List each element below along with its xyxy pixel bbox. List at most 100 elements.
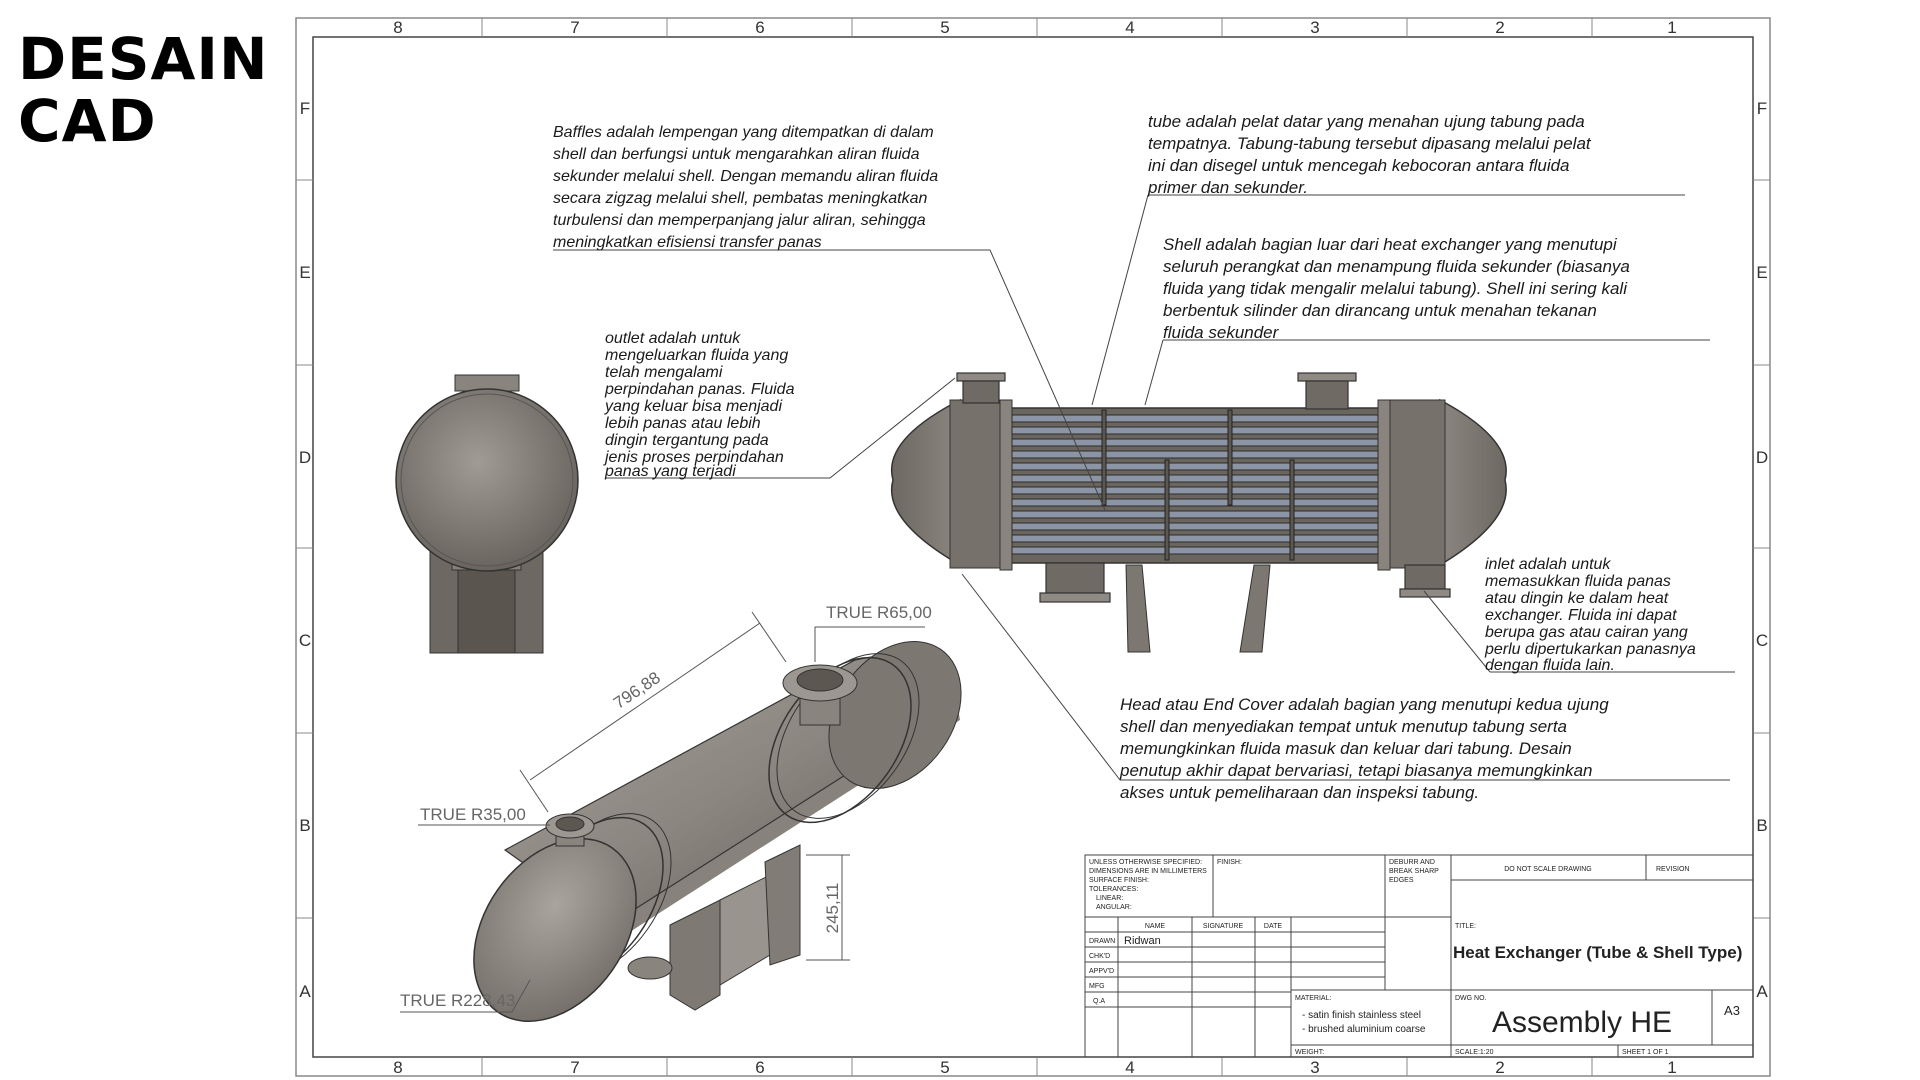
zone-col-bottom: 8 [393, 1058, 402, 1077]
note-inlet-line: atau dingin ke dalam heat [1485, 590, 1669, 607]
tb-material-line: - brushed aluminium coarse [1302, 1024, 1426, 1035]
title-block [1084, 854, 1754, 1058]
note-shell-line: fluida sekunder [1163, 323, 1280, 342]
zone-col-bottom: 4 [1125, 1058, 1134, 1077]
tb-col-date: DATE [1264, 923, 1282, 930]
tb-sheet: SHEET 1 OF 1 [1622, 1049, 1669, 1056]
tb-row-label: MFG [1089, 983, 1105, 990]
heading-line-2: CAD [18, 87, 157, 155]
note-baffles: Baffles adalah lempengan yang ditempatka… [553, 124, 938, 251]
zone-row-right: C [1756, 631, 1768, 650]
tb-size: A3 [1724, 1003, 1740, 1018]
tb-material-line: - satin finish stainless steel [1302, 1010, 1421, 1021]
note-baffles-line: sekunder melalui shell. Dengan memandu a… [553, 168, 938, 185]
heading-line-1: DESAIN [18, 25, 269, 93]
tb-weight: WEIGHT: [1295, 1049, 1324, 1056]
zone-labels: 8 7 6 5 4 3 2 1 8 7 6 5 4 3 2 1 F E D C … [299, 18, 1768, 1077]
isometric-view-heat-exchanger [473, 641, 962, 1022]
zone-row-left: D [299, 448, 311, 467]
dimension-lines [400, 611, 925, 1013]
zone-col-bottom: 6 [755, 1058, 764, 1077]
zone-col-top: 7 [570, 18, 579, 37]
zone-row-right: F [1757, 99, 1767, 118]
tb-col-signature: SIGNATURE [1203, 923, 1244, 930]
note-outlet-line: telah mengalami [605, 364, 723, 381]
note-tube-line: tube adalah pelat datar yang menahan uju… [1148, 112, 1585, 131]
note-outlet-line: perpindahan panas. Fluida [604, 381, 795, 398]
note-inlet: inlet adalah untuk memasukkan fluida pan… [1484, 556, 1696, 674]
tb-dwg-label: DWG NO. [1455, 995, 1487, 1002]
tb-revision: REVISION [1656, 866, 1689, 873]
tb-unless-line: LINEAR: [1096, 895, 1123, 902]
tb-unless-line: ANGULAR: [1096, 904, 1132, 911]
zone-col-top: 4 [1125, 18, 1134, 37]
zone-col-top: 2 [1495, 18, 1504, 37]
tb-row-label: DRAWN [1089, 938, 1115, 945]
note-tube-line: tempatnya. Tabung-tabung tersebut dipasa… [1148, 134, 1592, 153]
dimension-r228: TRUE R228,43 [400, 991, 515, 1010]
tb-do-not-scale: DO NOT SCALE DRAWING [1504, 866, 1592, 873]
note-inlet-line: exchanger. Fluida ini dapat [1485, 607, 1677, 624]
note-outlet-line: lebih panas atau lebih [605, 415, 761, 432]
note-inlet-line: dengan fluida lain. [1485, 657, 1615, 674]
tb-row-label: Q.A [1093, 998, 1105, 1005]
note-outlet-line: dingin tergantung pada [605, 432, 769, 449]
zone-col-top: 5 [940, 18, 949, 37]
tb-deburr-line: EDGES [1389, 877, 1414, 884]
note-head: Head atau End Cover adalah bagian yang m… [1119, 695, 1609, 802]
tb-col-name: NAME [1145, 923, 1166, 930]
page-heading: DESAIN CAD [18, 28, 269, 152]
note-head-line: memungkinkan fluida masuk dan keluar dar… [1120, 739, 1572, 758]
leader-lines [553, 194, 1735, 781]
tb-row-label: APPV'D [1089, 968, 1114, 975]
tb-unless-line: UNLESS OTHERWISE SPECIFIED: [1089, 859, 1202, 866]
title-block-text: UNLESS OTHERWISE SPECIFIED: DIMENSIONS A… [1089, 859, 1742, 1056]
zone-col-bottom: 2 [1495, 1058, 1504, 1077]
note-shell-line: seluruh perangkat dan menampung fluida s… [1163, 257, 1630, 276]
note-head-line: shell dan menyediakan tempat untuk menut… [1120, 717, 1567, 736]
inner-border [312, 36, 1754, 1058]
zone-row-left: C [299, 631, 311, 650]
note-inlet-line: inlet adalah untuk [1485, 556, 1611, 573]
zone-col-bottom: 5 [940, 1058, 949, 1077]
zone-row-left: E [299, 263, 310, 282]
note-tube-line: ini dan disegel untuk mencegah kebocoran… [1148, 156, 1570, 175]
note-shell: Shell adalah bagian luar dari heat excha… [1163, 235, 1630, 342]
zone-col-bottom: 3 [1310, 1058, 1319, 1077]
zone-row-right: E [1756, 263, 1767, 282]
zone-row-left: B [299, 816, 310, 835]
zone-row-right: A [1756, 982, 1768, 1001]
dimension-r65: TRUE R65,00 [826, 603, 932, 622]
note-outlet-line: outlet adalah untuk [605, 330, 741, 347]
note-tube: tube adalah pelat datar yang menahan uju… [1147, 112, 1592, 197]
note-shell-line: berbentuk silinder dan dirancang untuk m… [1163, 301, 1597, 320]
note-baffles-line: secara zigzag melalui shell, pembatas me… [553, 190, 928, 207]
tb-row-label: CHK'D [1089, 953, 1110, 960]
note-baffles-line: Baffles adalah lempengan yang ditempatka… [553, 124, 934, 141]
tb-title-label: TITLE: [1455, 923, 1476, 930]
zone-row-right: D [1756, 448, 1768, 467]
zone-col-bottom: 1 [1667, 1058, 1676, 1077]
dimension-r35: TRUE R35,00 [420, 805, 526, 824]
side-view-heat-exchanger [395, 374, 579, 654]
tube-bundle [1011, 414, 1379, 555]
tb-deburr-line: BREAK SHARP [1389, 868, 1439, 875]
tb-unless-line: DIMENSIONS ARE IN MILLIMETERS [1089, 868, 1207, 875]
note-shell-line: fluida yang tidak mengalir melalui tabun… [1163, 279, 1628, 298]
zone-col-top: 3 [1310, 18, 1319, 37]
note-head-line: akses untuk pemeliharaan dan inspeksi ta… [1120, 783, 1479, 802]
note-head-line: penutup akhir dapat bervariasi, tetapi b… [1119, 761, 1593, 780]
note-inlet-line: memasukkan fluida panas [1485, 573, 1671, 590]
tb-scale: SCALE:1:20 [1455, 1049, 1494, 1056]
note-baffles-line: shell dan berfungsi untuk mengarahkan al… [553, 146, 920, 163]
note-shell-line: Shell adalah bagian luar dari heat excha… [1163, 235, 1618, 254]
tb-unless-line: SURFACE FINISH: [1089, 877, 1149, 884]
zone-col-top: 6 [755, 18, 764, 37]
tb-dwg-no: Assembly HE [1492, 1006, 1672, 1039]
note-outlet-line: yang keluar bisa menjadi [604, 398, 782, 415]
note-outlet-line: panas yang terjadi [604, 463, 736, 480]
tb-finish: FINISH: [1217, 859, 1242, 866]
tb-material-label: MATERIAL: [1295, 995, 1331, 1002]
tb-deburr-line: DEBURR AND [1389, 859, 1435, 866]
